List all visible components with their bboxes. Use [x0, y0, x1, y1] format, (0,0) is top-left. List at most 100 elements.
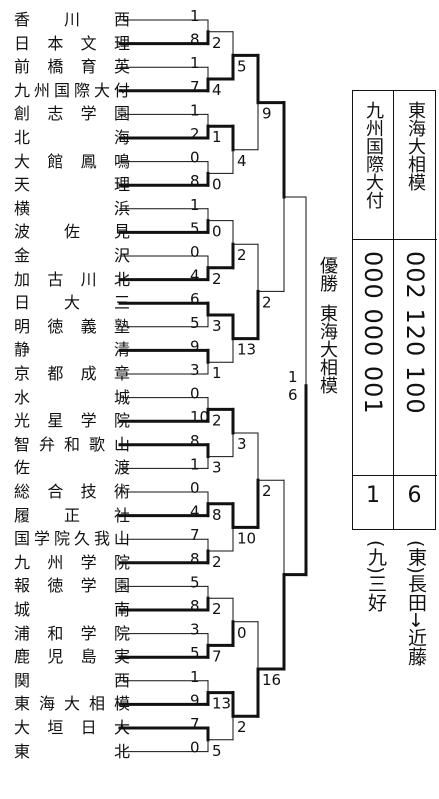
- team-name-char: 学: [80, 552, 97, 572]
- match-score: 5: [237, 57, 247, 75]
- team-name-char: 鹿: [14, 647, 31, 667]
- team-name-char: 院: [53, 529, 70, 549]
- pitchers-team: (東): [405, 540, 427, 574]
- team-name: 日本文理: [14, 33, 130, 55]
- team-name-char: 京: [14, 364, 31, 383]
- team-name: 大館鳳鳴: [14, 151, 130, 173]
- match-score: 5: [212, 742, 222, 760]
- team-name-char: 大: [63, 694, 80, 714]
- team-name-char: 院: [113, 623, 130, 643]
- team-name: 香川西: [14, 9, 130, 31]
- team-name-char: 総: [14, 482, 31, 501]
- team-name-char: 術: [113, 482, 130, 501]
- team-name-char: 付: [113, 80, 130, 100]
- team-name-char: 清: [113, 340, 130, 360]
- scoreboard-divider: [353, 475, 437, 476]
- team-name: 佐渡: [14, 457, 130, 479]
- team-name: 城南: [14, 599, 130, 621]
- team-name-char: 徳: [47, 576, 64, 596]
- team-score: 5: [190, 219, 200, 237]
- team-name-char: 和: [47, 623, 64, 643]
- pitchers-kyushu: (九)三好: [356, 540, 396, 612]
- match-score: 10: [237, 529, 256, 547]
- team-score: 5: [190, 314, 200, 332]
- team-name-char: 学: [80, 104, 97, 124]
- team-name-char: 履: [14, 505, 31, 525]
- team-score: 0: [190, 385, 200, 403]
- team-name-char: 相: [88, 694, 105, 714]
- team-name-char: 模: [113, 694, 130, 714]
- team-score: 1: [190, 101, 200, 119]
- team-name-char: 園: [113, 576, 130, 596]
- team-name-char: 城: [113, 387, 130, 407]
- match-score: 3: [212, 459, 222, 477]
- team-name: 浦和学院: [14, 623, 130, 645]
- team-name-char: 東: [14, 694, 31, 714]
- team-name-char: 社: [113, 505, 130, 525]
- team-name-char: 大: [14, 151, 31, 171]
- team-name: 京都成章: [14, 363, 130, 385]
- team-name-char: 佐: [63, 222, 80, 242]
- team-score: 8: [190, 31, 200, 49]
- scoreboard-innings: 002 120 100: [401, 251, 429, 415]
- team-name: 九州学院: [14, 552, 130, 574]
- team-score: 8: [190, 597, 200, 615]
- team-name-char: 育: [80, 57, 97, 77]
- match-score: 8: [212, 506, 222, 524]
- scoreboard-team-name: 九州国際大付: [363, 101, 384, 209]
- team-name-char: 水: [14, 387, 31, 407]
- team-score: 4: [190, 503, 200, 521]
- team-name-char: 都: [47, 364, 64, 383]
- team-name-char: 北: [14, 128, 31, 147]
- team-name: 東北: [14, 741, 130, 763]
- team-score: 9: [190, 337, 200, 355]
- match-score: 2: [212, 600, 222, 618]
- team-score: 2: [190, 125, 200, 143]
- team-name-char: 大: [113, 718, 130, 737]
- team-name-char: 前: [14, 57, 31, 77]
- team-name-char: 実: [113, 647, 130, 667]
- team-name-char: 香: [14, 10, 31, 29]
- team-name-char: 南: [113, 600, 130, 619]
- team-name-char: 国: [53, 80, 70, 100]
- team-name-char: 技: [80, 482, 97, 501]
- team-score: 1: [190, 668, 200, 686]
- team-name-char: 浦: [14, 623, 31, 643]
- team-name: 静清: [14, 339, 130, 361]
- team-name: 関西: [14, 670, 130, 692]
- team-name-char: 成: [80, 364, 97, 383]
- scoreboard-total: 1: [366, 483, 380, 508]
- match-score: 3: [212, 317, 222, 335]
- team-name: 東海大相模: [14, 693, 130, 715]
- team-name-char: 弁: [38, 434, 55, 454]
- team-name-char: 理: [113, 33, 130, 53]
- final-score: 1: [288, 368, 298, 386]
- team-name-char: 海: [113, 128, 130, 147]
- pitchers-team: (九): [365, 540, 387, 574]
- match-score: 2: [237, 246, 247, 264]
- team-name: 九州国際大付: [14, 80, 130, 102]
- team-score: 3: [190, 361, 200, 379]
- pitchers-names: 三好: [365, 573, 387, 612]
- team-score: 4: [190, 267, 200, 285]
- team-name-char: 天: [14, 175, 31, 195]
- team-name: 国学院久我山: [14, 528, 130, 550]
- team-score: 1: [190, 7, 200, 25]
- team-name: 鹿児島実: [14, 646, 130, 668]
- team-name-char: 院: [113, 552, 130, 572]
- team-name-char: 正: [63, 505, 80, 525]
- team-name-char: 児: [47, 647, 64, 667]
- team-score: 6: [190, 290, 200, 308]
- team-name: 創志学園: [14, 103, 130, 125]
- team-name: 金沢: [14, 245, 130, 267]
- match-score: 4: [212, 81, 222, 99]
- team-name-char: 島: [80, 647, 97, 667]
- pitchers-names: 長田→近藤: [405, 573, 427, 666]
- team-name-char: 学: [80, 411, 97, 431]
- team-name: 北海: [14, 127, 130, 149]
- match-score: 2: [212, 34, 222, 52]
- team-name: 前橋育英: [14, 56, 130, 78]
- team-name-char: 沢: [113, 246, 130, 265]
- team-name-char: 九: [14, 80, 31, 100]
- pitchers-tokai: (東)長田→近藤: [396, 540, 436, 666]
